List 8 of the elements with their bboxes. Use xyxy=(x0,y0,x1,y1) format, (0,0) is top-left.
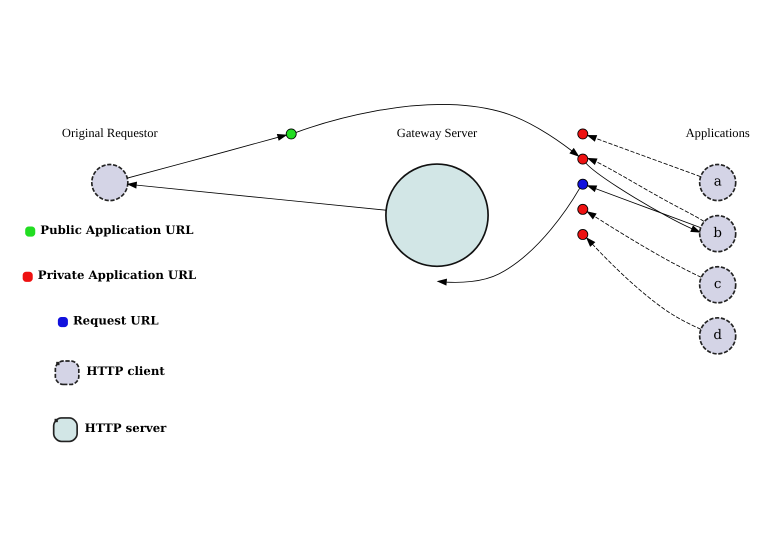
legend-label: HTTP client xyxy=(86,364,165,378)
label: Original Requestor xyxy=(62,126,158,140)
legend-label: Request URL xyxy=(72,313,159,328)
legend-label: Private Application URL xyxy=(38,268,196,282)
label: Gateway Server xyxy=(396,126,478,140)
legend-label: HTTP server xyxy=(84,420,166,435)
legend-label: Public Application URL xyxy=(40,222,194,237)
label: Applications xyxy=(686,126,750,140)
